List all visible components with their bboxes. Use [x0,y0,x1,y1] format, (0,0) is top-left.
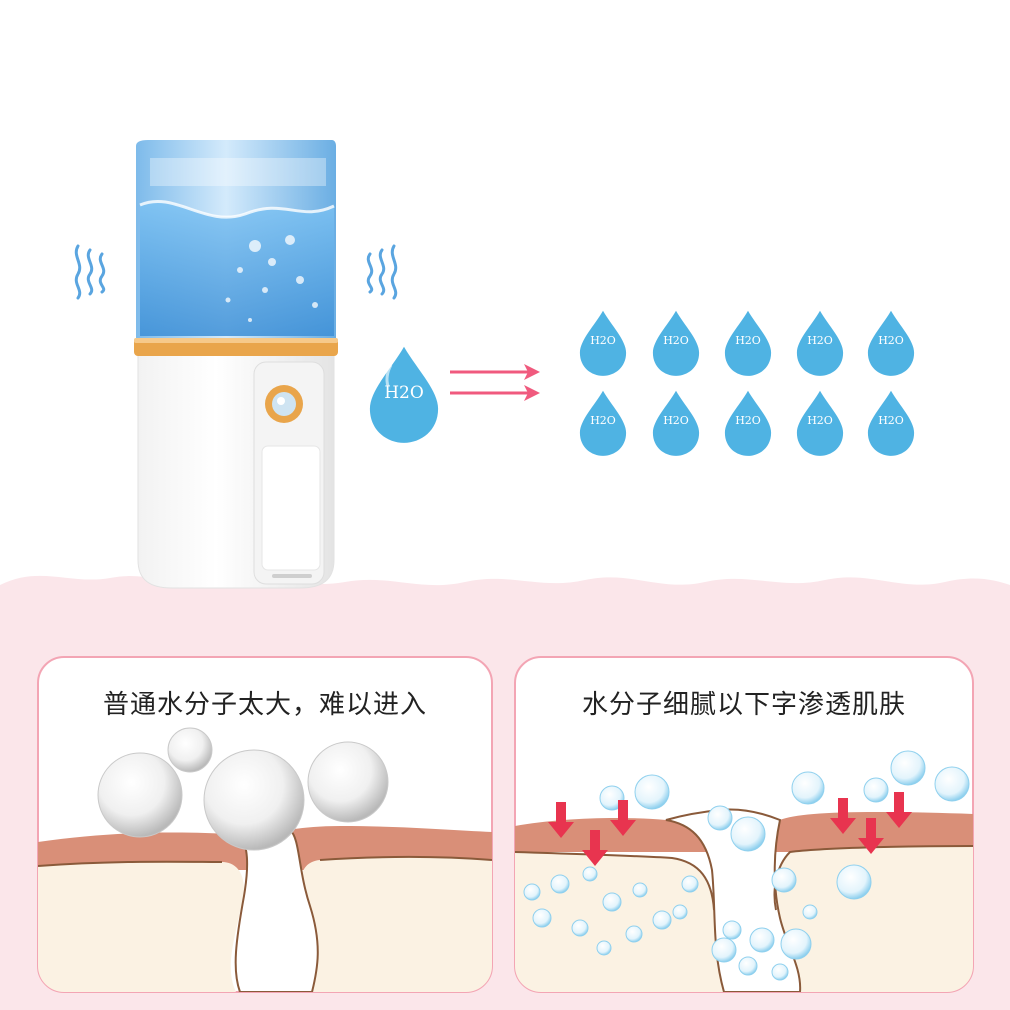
fine-bubble [738,956,758,976]
small-water-drop: H2O [867,390,915,456]
small-water-drop: H2O [796,390,844,456]
large-molecule-bubbles [97,727,389,851]
fine-bubble [722,920,742,940]
small-drop-label: H2O [878,414,904,427]
fine-bubble [582,866,598,882]
small-drops-grid: H2O H2O H2O H2O H2O H2O H2O H2O H2O H2O [579,310,915,456]
arrow-right-icon [450,364,540,401]
mist-sprayer-device [74,140,398,589]
vibration-right-icon [366,244,398,300]
fine-bubble [934,766,970,802]
fine-bubble [863,777,889,803]
fine-bubble [791,771,825,805]
fine-bubble [672,904,688,920]
fine-bubble [532,908,552,928]
small-drop-label: H2O [878,334,904,347]
water-inside [140,201,334,336]
penetration-arrows [548,792,912,866]
fine-bubble [632,882,648,898]
small-water-drop: H2O [796,310,844,376]
fine-bubble [571,919,589,937]
small-water-drop: H2O [867,310,915,376]
small-water-drop: H2O [579,390,627,456]
fine-bubble [730,816,766,852]
small-water-drop: H2O [652,390,700,456]
fine-bubble [836,864,872,900]
panel-large-molecules [37,656,493,993]
fine-bubble [771,867,797,893]
fine-bubble [711,937,737,963]
small-drop-label: H2O [590,414,616,427]
fine-bubble [681,875,699,893]
small-water-drop: H2O [724,310,772,376]
small-drop-label: H2O [735,334,761,347]
fine-bubble [634,774,670,810]
fine-bubble [602,892,622,912]
panel-fine-molecules [514,656,974,993]
left-panel-caption: 普通水分子太大，难以进入 [102,690,427,720]
fine-bubble [625,925,643,943]
small-drop-label: H2O [590,334,616,347]
vibration-left-icon [74,244,106,300]
small-drop-label: H2O [663,414,689,427]
large-drop-label: H2O [384,383,424,403]
fine-bubble [890,750,926,786]
fine-bubble [596,940,612,956]
small-water-drop: H2O [724,390,772,456]
small-water-drop: H2O [579,310,627,376]
fine-molecule-bubbles [523,750,970,981]
small-water-drop: H2O [652,310,700,376]
fine-bubble [749,927,775,953]
fine-bubble [652,910,672,930]
small-drop-label: H2O [663,334,689,347]
fine-bubble [780,928,812,960]
fine-bubble [771,963,789,981]
fine-bubble [523,883,541,901]
small-drop-label: H2O [807,334,833,347]
fine-bubble [707,805,733,831]
small-drop-label: H2O [735,414,761,427]
right-panel-caption: 水分子细腻以下字渗透肌肤 [581,690,906,720]
fine-bubble [550,874,570,894]
small-drop-label: H2O [807,414,833,427]
fine-bubble [802,904,818,920]
